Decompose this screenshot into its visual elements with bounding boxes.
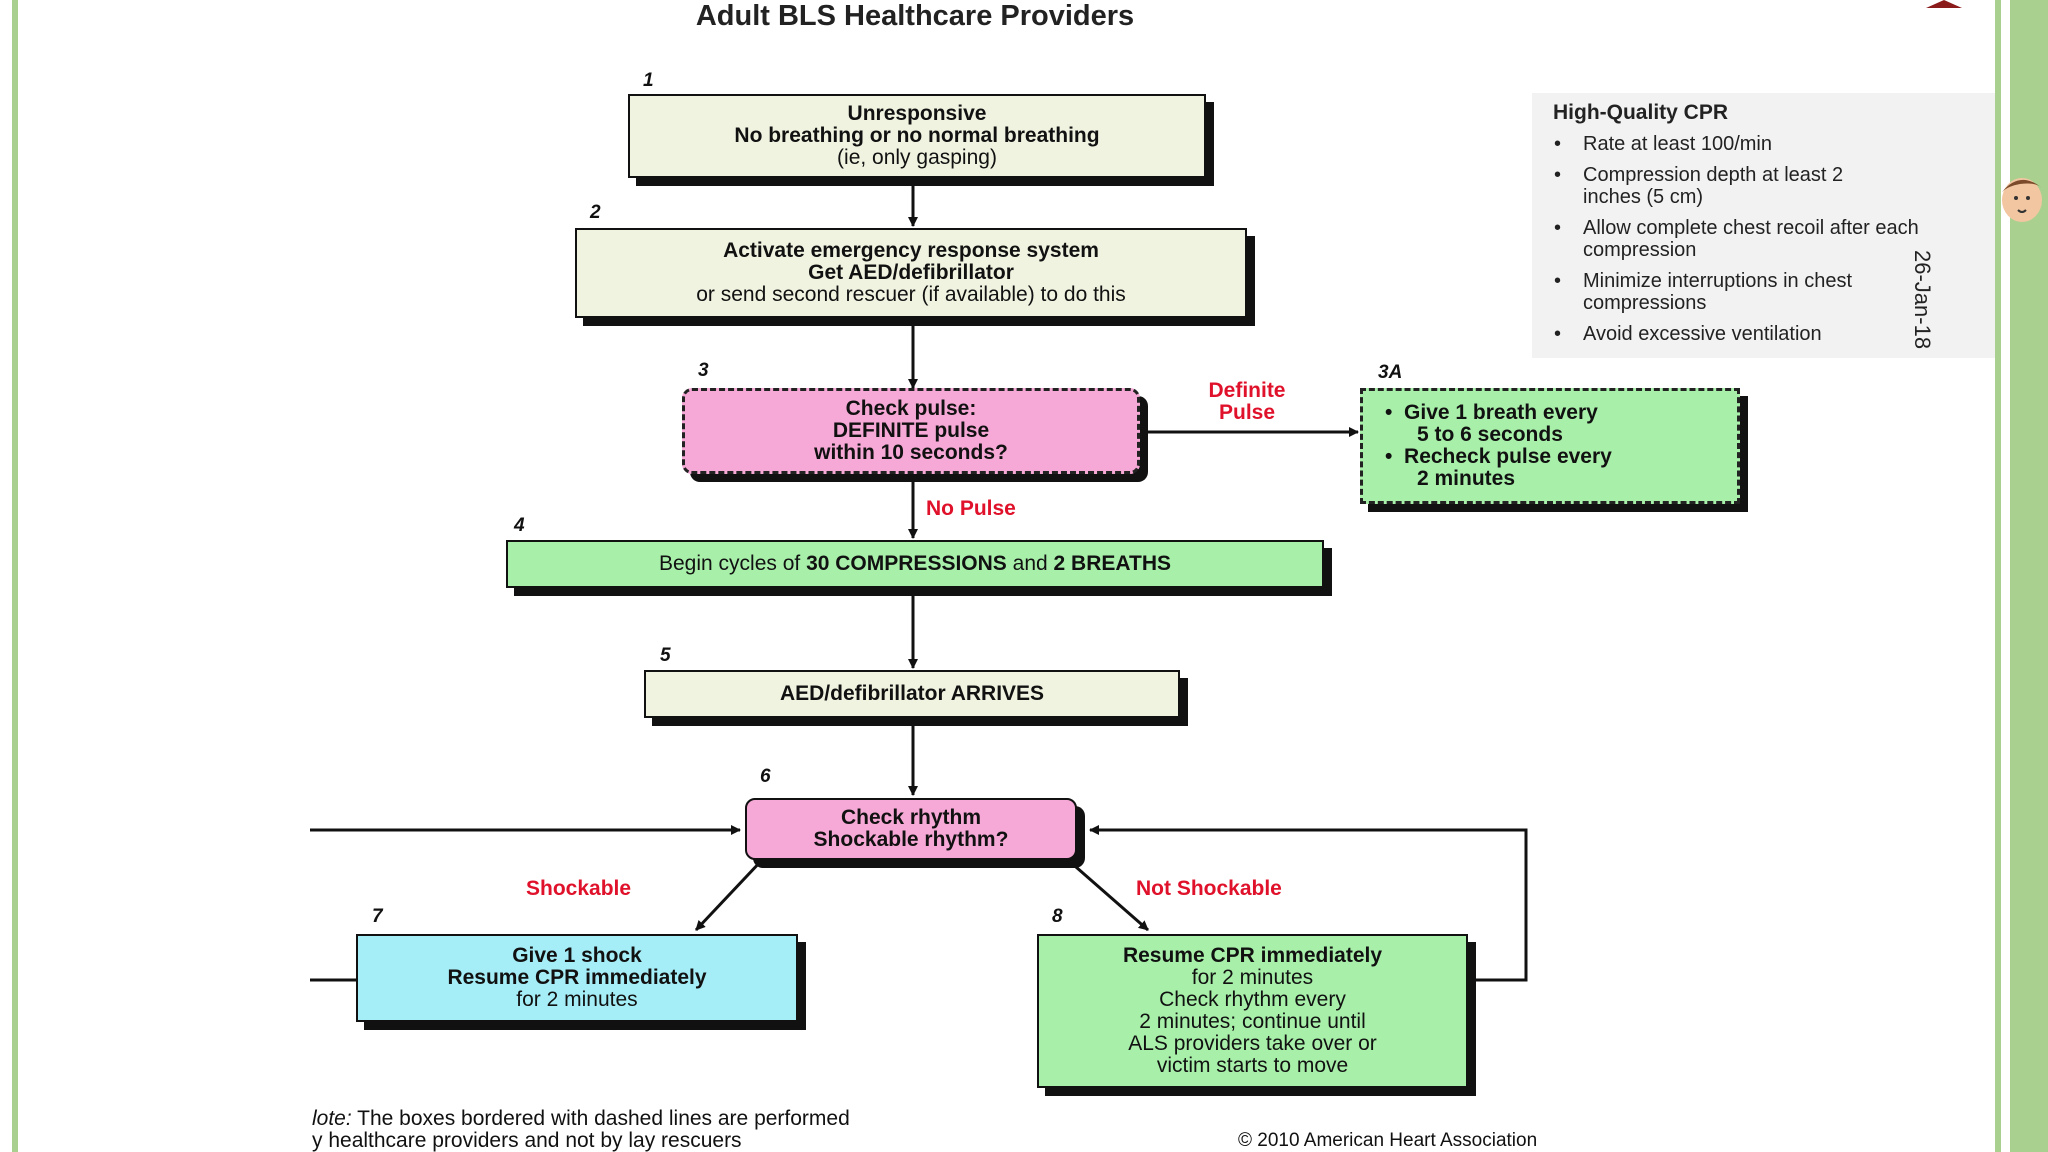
step-3a-item-1: • Give 1 breath every 5 to 6 seconds <box>1385 402 1598 446</box>
step-5-text: AED/defibrillator ARRIVES <box>779 682 1045 705</box>
diagram-title: Adult BLS Healthcare Providers <box>695 0 1135 32</box>
step-4-compressions: 30 COMPRESSIONS <box>806 552 1007 575</box>
step-6-box: Check rhythm Shockable rhythm? <box>745 798 1077 860</box>
shockable-label: Shockable <box>526 877 632 900</box>
step-4-breaths: 2 BREATHS <box>1053 552 1171 575</box>
step-number-4: 4 <box>514 515 525 536</box>
cpr-item-4: Minimize interruptions in chest compress… <box>1583 270 1852 314</box>
footnote-line-2: y healthcare providers and not by lay re… <box>312 1129 742 1152</box>
copyright: © 2010 American Heart Association <box>1238 1130 1538 1151</box>
step-2-line-2: Get AED/defibrillator <box>808 261 1014 284</box>
step-3a-item-2-line-2: 2 minutes <box>1417 467 1516 490</box>
step-number-3: 3 <box>698 360 709 381</box>
definite-pulse-label-line-2: Pulse <box>1218 401 1276 424</box>
bullet-icon: • <box>1554 133 1562 155</box>
footnote-text-1: The boxes bordered with dashed lines are… <box>351 1107 850 1130</box>
step-1-box: Unresponsive No breathing or no normal b… <box>628 94 1206 178</box>
step-number-2: 2 <box>590 202 601 223</box>
step-8-line-6: victim starts to move <box>1156 1054 1349 1077</box>
right-accent-stripe-inner <box>1995 0 2001 1152</box>
bullet-icon: • <box>1385 445 1405 468</box>
step-3a-item-1-line-1: Give 1 breath every <box>1404 401 1598 424</box>
step-4-box: Begin cycles of 30 COMPRESSIONS and 2 BR… <box>506 540 1324 588</box>
step-8-line-4: 2 minutes; continue until <box>1139 1010 1366 1033</box>
step-number-7: 7 <box>372 906 383 927</box>
not-shockable-label: Not Shockable <box>1136 877 1282 900</box>
cpr-panel-title: High-Quality CPR <box>1553 101 1729 124</box>
cpr-item-1: Rate at least 100/min <box>1583 133 1772 155</box>
step-7-line-3: for 2 minutes <box>516 988 638 1011</box>
cpr-item-2: Compression depth at least 2 inches (5 c… <box>1583 164 1844 208</box>
step-2-line-1: Activate emergency response system <box>723 239 1099 262</box>
step-2-box: Activate emergency response system Get A… <box>575 228 1247 318</box>
step-6-line-1: Check rhythm <box>840 806 982 829</box>
step-number-8: 8 <box>1052 906 1063 927</box>
footnote-line-1: lote: The boxes bordered with dashed lin… <box>312 1108 850 1130</box>
step-4-text: Begin cycles of 30 COMPRESSIONS and 2 BR… <box>659 553 1171 575</box>
bullet-icon: • <box>1554 217 1562 239</box>
step-7-line-1: Give 1 shock <box>512 944 642 967</box>
step-8-line-2: for 2 minutes <box>1191 966 1314 989</box>
step-7-box: Give 1 shock Resume CPR immediately for … <box>356 934 798 1022</box>
step-3a-box: • Give 1 breath every 5 to 6 seconds • R… <box>1360 388 1740 504</box>
step-3a-item-1-line-2: 5 to 6 seconds <box>1417 423 1563 446</box>
step-number-6: 6 <box>760 766 771 787</box>
step-2-line-3: or send second rescuer (if available) to… <box>696 283 1126 306</box>
step-8-line-3: Check rhythm every <box>1159 988 1346 1011</box>
no-pulse-label: No Pulse <box>926 497 1016 520</box>
slide-date: 26-Jan-18 <box>1910 250 1935 350</box>
bullet-icon: • <box>1554 323 1562 345</box>
footnote-label: lote: <box>312 1107 352 1130</box>
step-1-line-2: No breathing or no normal breathing <box>734 124 1100 147</box>
step-5-box: AED/defibrillator ARRIVES <box>644 670 1180 718</box>
definite-pulse-label: Definite Pulse <box>1172 380 1322 424</box>
definite-pulse-label-line-1: Definite <box>1208 379 1286 402</box>
step-8-line-1: Resume CPR immediately <box>1122 944 1383 967</box>
step-3a-item-2: • Recheck pulse every 2 minutes <box>1385 446 1612 490</box>
step-3a-item-2-line-1: Recheck pulse every <box>1404 445 1612 468</box>
step-number-1: 1 <box>643 70 654 91</box>
step-4-text-mid: and <box>1006 552 1054 575</box>
step-1-line-1: Unresponsive <box>847 102 987 125</box>
step-3-line-1: Check pulse: <box>845 397 977 420</box>
cpr-item-5: Avoid excessive ventilation <box>1583 323 1822 345</box>
step-3-line-3: within 10 seconds? <box>814 441 1008 464</box>
bullet-icon: • <box>1554 270 1562 292</box>
bullet-icon: • <box>1385 401 1405 424</box>
step-8-box: Resume CPR immediately for 2 minutes Che… <box>1037 934 1468 1088</box>
step-4-text-prefix: Begin cycles of <box>659 552 807 575</box>
left-accent-stripe <box>12 0 18 1152</box>
avatar-icon <box>2002 178 2042 222</box>
step-number-3a: 3A <box>1378 362 1403 383</box>
step-3-box: Check pulse: DEFINITE pulse within 10 se… <box>682 388 1140 474</box>
high-quality-cpr-panel <box>1532 93 1995 358</box>
corner-mark-icon <box>1926 0 1962 8</box>
step-8-line-5: ALS providers take over or <box>1128 1032 1377 1055</box>
step-number-5: 5 <box>660 645 671 666</box>
step-7-line-2: Resume CPR immediately <box>447 966 707 989</box>
bullet-icon: • <box>1554 164 1562 186</box>
step-6-line-2: Shockable rhythm? <box>813 828 1009 851</box>
step-3-line-2: DEFINITE pulse <box>832 419 990 442</box>
step-1-line-3: (ie, only gasping) <box>837 146 997 169</box>
cpr-item-3: Allow complete chest recoil after each c… <box>1583 217 1919 261</box>
